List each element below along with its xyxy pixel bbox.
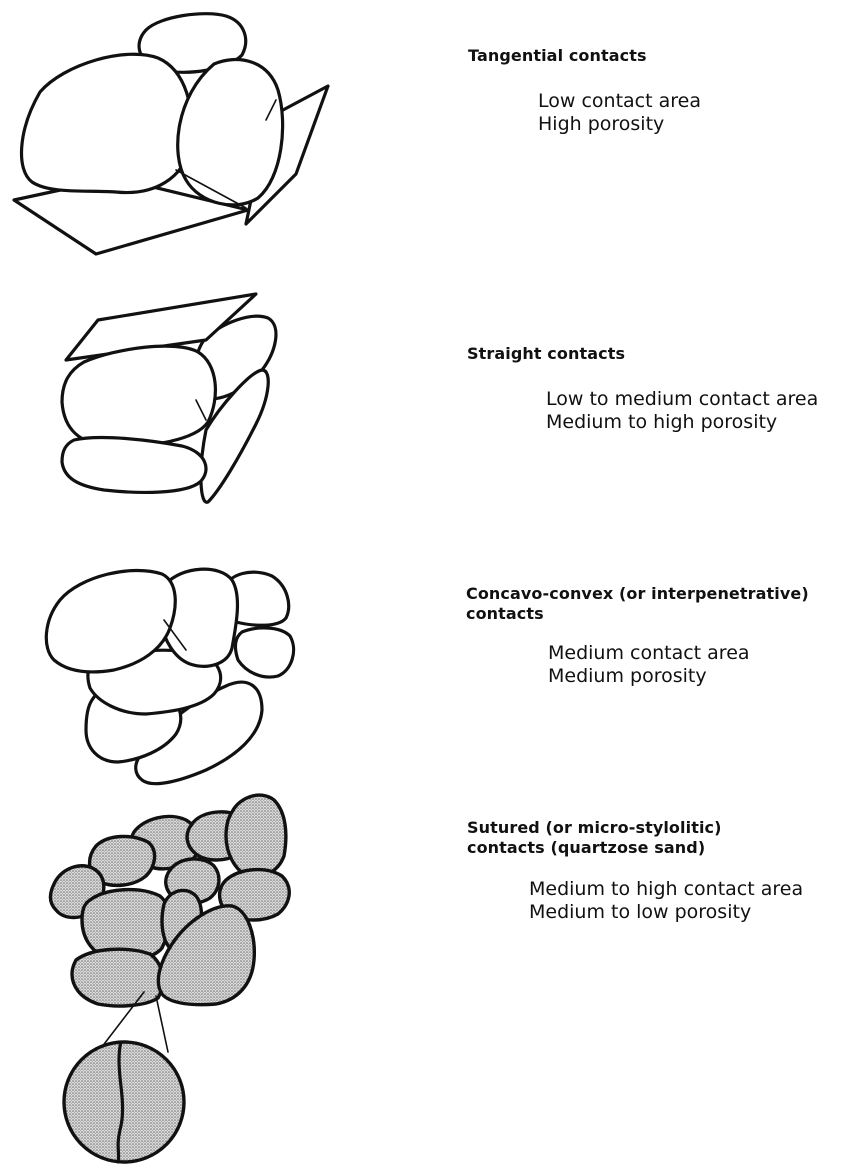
contact-type-heading: Straight contacts <box>467 344 818 364</box>
grain-shape <box>62 438 206 493</box>
grain-shape <box>235 628 293 677</box>
contact-type-description: Medium contact area Medium porosity <box>548 642 809 688</box>
grain-shape <box>72 949 163 1006</box>
heading-line: Sutured (or micro-stylolitic) <box>467 818 803 838</box>
heading-line: contacts (quartzose sand) <box>467 838 803 858</box>
concavo-convex-contacts-sketch <box>46 569 293 783</box>
sutured-contacts-sketch <box>51 795 290 1162</box>
contact-area-text: Medium to high contact area <box>529 878 803 901</box>
porosity-text: Medium to high porosity <box>546 411 818 434</box>
heading-line: Concavo-convex (or interpenetrative) <box>466 584 809 604</box>
contact-type-sutured: Sutured (or micro-stylolitic) contacts (… <box>467 818 803 924</box>
porosity-text: Medium porosity <box>548 665 809 688</box>
contact-type-tangential: Tangential contacts Low contact area Hig… <box>468 46 701 136</box>
porosity-text: High porosity <box>538 113 701 136</box>
heading-line: Straight contacts <box>467 344 818 364</box>
heading-line: contacts <box>466 604 809 624</box>
magnified-inset-circle <box>64 1042 184 1162</box>
contact-area-text: Medium contact area <box>548 642 809 665</box>
contact-type-description: Low contact area High porosity <box>538 90 701 136</box>
contact-type-description: Low to medium contact area Medium to hig… <box>546 388 818 434</box>
contact-type-concavo-convex: Concavo-convex (or interpenetrative) con… <box>466 584 809 688</box>
inset-pointer-line <box>156 996 168 1052</box>
contact-type-description: Medium to high contact area Medium to lo… <box>529 878 803 924</box>
grain-shape <box>226 795 286 877</box>
contact-type-heading: Concavo-convex (or interpenetrative) con… <box>466 584 809 624</box>
heading-line: Tangential contacts <box>468 46 701 66</box>
grain-shape <box>22 54 192 192</box>
grain-shape <box>62 346 215 446</box>
grain-shape <box>178 60 283 205</box>
porosity-text: Medium to low porosity <box>529 901 803 924</box>
contact-type-heading: Tangential contacts <box>468 46 701 66</box>
contact-area-text: Low contact area <box>538 90 701 113</box>
contact-area-text: Low to medium contact area <box>546 388 818 411</box>
contact-type-straight: Straight contacts Low to medium contact … <box>467 344 818 434</box>
tangential-contacts-sketch <box>14 14 328 254</box>
straight-contacts-sketch <box>62 294 276 502</box>
contact-type-heading: Sutured (or micro-stylolitic) contacts (… <box>467 818 803 858</box>
